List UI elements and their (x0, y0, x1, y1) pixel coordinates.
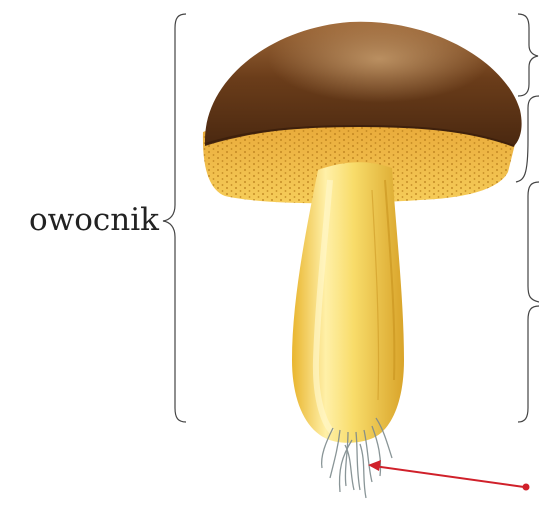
bracket-right-stem (528, 182, 539, 302)
bracket-owocnik (163, 14, 186, 422)
label-owocnik: owocnik (29, 202, 159, 238)
mycelium-arrow (368, 460, 530, 491)
bracket-right-cap (518, 14, 538, 96)
bracket-right-stem-base (518, 306, 539, 422)
mushroom-stem (292, 162, 404, 443)
